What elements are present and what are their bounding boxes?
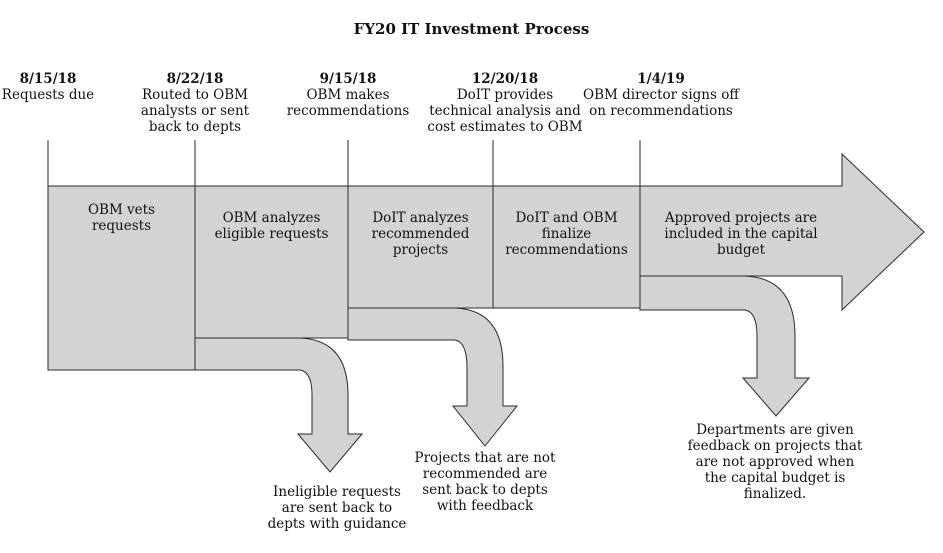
milestone-5: 1/4/19 OBM director signs off on recomme…: [576, 71, 746, 119]
stage-text: recommended: [371, 226, 470, 242]
milestone-date: 9/15/18: [319, 71, 377, 87]
stage-label-2: OBM analyzes eligible requests: [195, 210, 348, 242]
curved-down-arrow-2: [347, 307, 519, 447]
outcome-label-2: Projects that are not recommended are se…: [410, 450, 560, 514]
milestone-4: 12/20/18 DoIT provides technical analysi…: [420, 71, 590, 135]
outcome-text: are sent back to: [281, 500, 393, 516]
stage-block-5-arrowhead: [639, 152, 925, 312]
outcome-text: the capital budget is: [704, 470, 846, 486]
outcome-text: sent back to depts: [422, 482, 548, 498]
curved-down-arrow-3: [639, 275, 811, 417]
milestone-date: 12/20/18: [471, 71, 539, 87]
outcome-text: are not approved when: [695, 454, 855, 470]
outcome-text: depts with guidance: [267, 516, 407, 532]
stage-label-3: DoIT analyzes recommended projects: [348, 210, 493, 258]
stage-text: eligible requests: [214, 226, 329, 242]
milestone-text: Requests due: [1, 87, 95, 103]
stage-text: OBM analyzes: [222, 210, 321, 226]
milestone-text: cost estimates to OBM: [427, 119, 583, 135]
milestone-text: analysts or sent: [140, 103, 250, 119]
milestone-text: OBM makes: [306, 87, 390, 103]
milestone-1: 8/15/18 Requests due: [0, 71, 96, 103]
outcome-text: Departments are given: [696, 422, 854, 438]
stage-text: finalize: [541, 226, 592, 242]
stage-text: DoIT and OBM: [515, 210, 618, 226]
milestone-3: 9/15/18 OBM makes recommendations: [283, 71, 413, 119]
outcome-text: Ineligible requests: [273, 484, 401, 500]
milestone-date: 8/15/18: [19, 71, 77, 87]
diagram-title: FY20 IT Investment Process: [353, 20, 590, 38]
milestone-text: DoIT provides: [456, 87, 554, 103]
stage-text: Approved projects are: [664, 210, 818, 226]
stage-block-4: [492, 185, 641, 309]
stage-label-1: OBM vets requests: [48, 202, 195, 234]
stage-text: requests: [91, 218, 152, 234]
stage-text: included in the capital: [664, 226, 818, 242]
outcome-text: with feedback: [436, 498, 534, 514]
stage-text: DoIT analyzes: [372, 210, 469, 226]
stage-block-1: [47, 185, 196, 371]
outcome-text: finalized.: [743, 486, 807, 502]
curved-down-arrow-1: [194, 337, 364, 473]
milestone-text: on recommendations: [589, 103, 733, 119]
milestone-text: Routed to OBM: [142, 87, 248, 103]
milestone-text: OBM director signs off: [583, 87, 739, 103]
outcome-label-3: Departments are given feedback on projec…: [685, 422, 865, 502]
milestone-date: 8/22/18: [166, 71, 224, 87]
milestone-text: recommendations: [286, 103, 410, 119]
stage-block-2: [194, 185, 349, 339]
stage-text: recommendations: [505, 242, 628, 258]
milestone-text: back to depts: [148, 119, 242, 135]
outcome-label-1: Ineligible requests are sent back to dep…: [262, 484, 412, 532]
outcome-text: feedback on projects that: [687, 438, 863, 454]
milestone-2: 8/22/18 Routed to OBM analysts or sent b…: [125, 71, 265, 135]
milestone-text: technical analysis and: [429, 103, 581, 119]
stage-text: budget: [716, 242, 766, 258]
stage-text: OBM vets: [87, 202, 156, 218]
stage-label-4: DoIT and OBM finalize recommendations: [493, 210, 640, 258]
milestone-date: 1/4/19: [637, 71, 685, 87]
stage-label-5: Approved projects are included in the ca…: [640, 210, 842, 258]
stage-text: projects: [392, 242, 449, 258]
outcome-text: Projects that are not: [414, 450, 556, 466]
outcome-text: recommended are: [422, 466, 548, 482]
